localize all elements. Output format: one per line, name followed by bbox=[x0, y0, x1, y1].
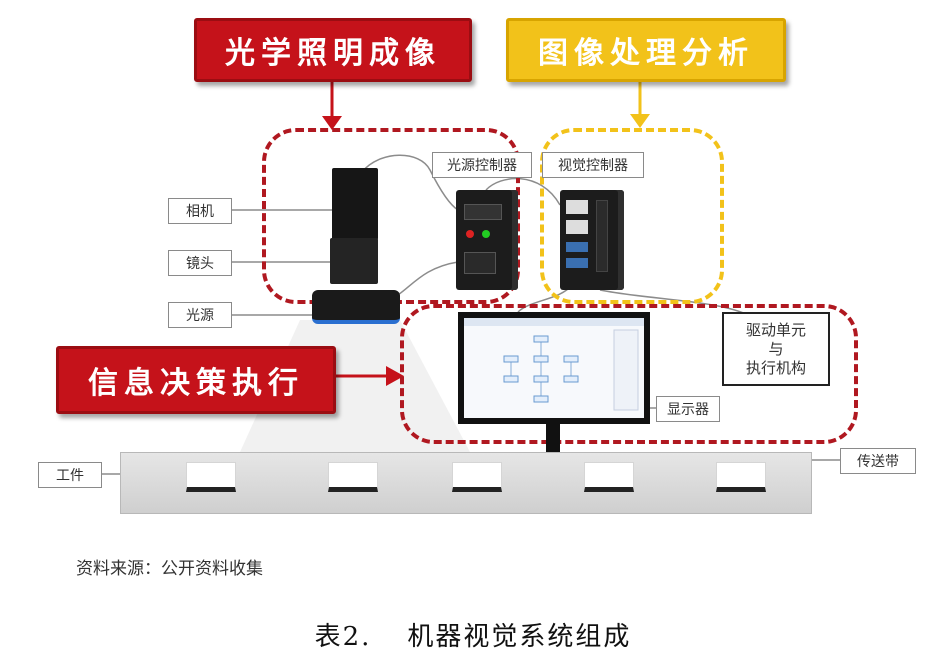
drive-unit-box: 驱动单元 与 执行机构 bbox=[722, 312, 830, 386]
workpiece bbox=[584, 462, 634, 492]
workpiece bbox=[186, 462, 236, 492]
source-caption: 资料来源：公开资料收集 bbox=[76, 559, 263, 579]
workpiece bbox=[716, 462, 766, 492]
banner-execution: 信息决策执行 bbox=[56, 346, 336, 414]
banner-processing: 图像处理分析 bbox=[506, 18, 786, 82]
label-display: 显示器 bbox=[656, 396, 720, 422]
workpiece bbox=[452, 462, 502, 492]
execution-region bbox=[400, 304, 858, 444]
workpiece bbox=[328, 462, 378, 492]
label-light-controller: 光源控制器 bbox=[432, 152, 532, 178]
camera bbox=[332, 168, 378, 240]
light-controller bbox=[456, 190, 518, 290]
monitor bbox=[458, 312, 650, 424]
banner-optics: 光学照明成像 bbox=[194, 18, 472, 82]
table-number: 表2. bbox=[314, 622, 372, 652]
monitor-stand bbox=[546, 424, 560, 454]
table-caption: 表2. 机器视觉系统组成 bbox=[0, 616, 946, 653]
label-vision-controller: 视觉控制器 bbox=[542, 152, 644, 178]
camera-lens bbox=[330, 238, 378, 284]
light-source bbox=[312, 290, 400, 324]
label-conveyor: 传送带 bbox=[840, 448, 916, 474]
label-lens: 镜头 bbox=[168, 250, 232, 276]
label-camera: 相机 bbox=[168, 198, 232, 224]
label-workpiece: 工件 bbox=[38, 462, 102, 488]
monitor-screen bbox=[464, 318, 644, 418]
table-title: 机器视觉系统组成 bbox=[407, 622, 632, 652]
processing-region bbox=[540, 128, 724, 304]
vision-controller bbox=[560, 190, 624, 290]
label-light-source: 光源 bbox=[168, 302, 232, 328]
